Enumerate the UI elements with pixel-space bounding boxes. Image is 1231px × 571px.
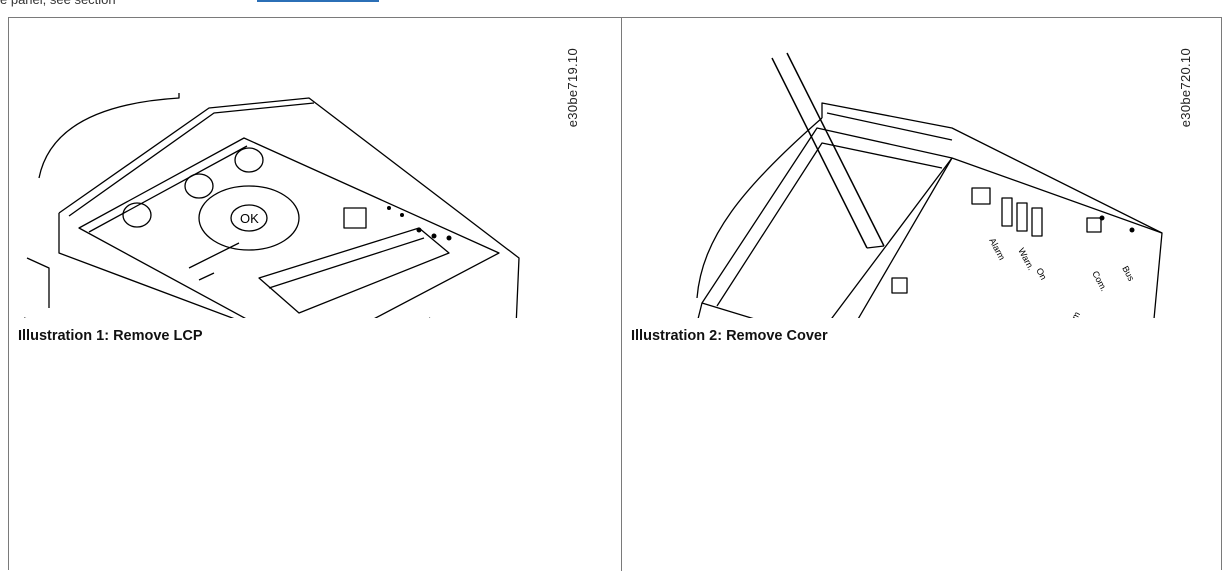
svg-text:OK: OK <box>240 211 259 226</box>
figure-code: e30be719.10 <box>565 48 580 128</box>
figure-table: OK <box>8 17 1222 571</box>
table-divider <box>621 18 622 571</box>
figure-cell-1: OK <box>9 18 621 571</box>
figure-code: e30be720.10 <box>1178 48 1193 128</box>
top-text-line: e panel, see section <box>0 0 1231 18</box>
svg-text:Com.: Com. <box>1090 269 1109 293</box>
svg-text:Warn.: Warn. <box>1016 246 1036 272</box>
svg-text:Alarm: Alarm <box>987 236 1007 261</box>
svg-text:LCP Com: LCP Com <box>1055 310 1082 318</box>
lcp-removal-drawing: OK <box>24 93 520 318</box>
figure-caption: Illustration 1: Remove LCP <box>18 328 203 344</box>
top-fragment-text: e panel, see section <box>0 0 116 9</box>
figure-cell-2: Alarm Warn. On Com. Bus LCP Com e30be720… <box>622 18 1222 571</box>
figure-caption: Illustration 2: Remove Cover <box>631 328 828 344</box>
svg-text:Bus: Bus <box>1120 264 1136 283</box>
cover-removal-drawing: Alarm Warn. On Com. Bus LCP Com <box>696 52 1163 318</box>
svg-text:On: On <box>1034 266 1048 281</box>
section-link-underline[interactable] <box>257 0 379 2</box>
